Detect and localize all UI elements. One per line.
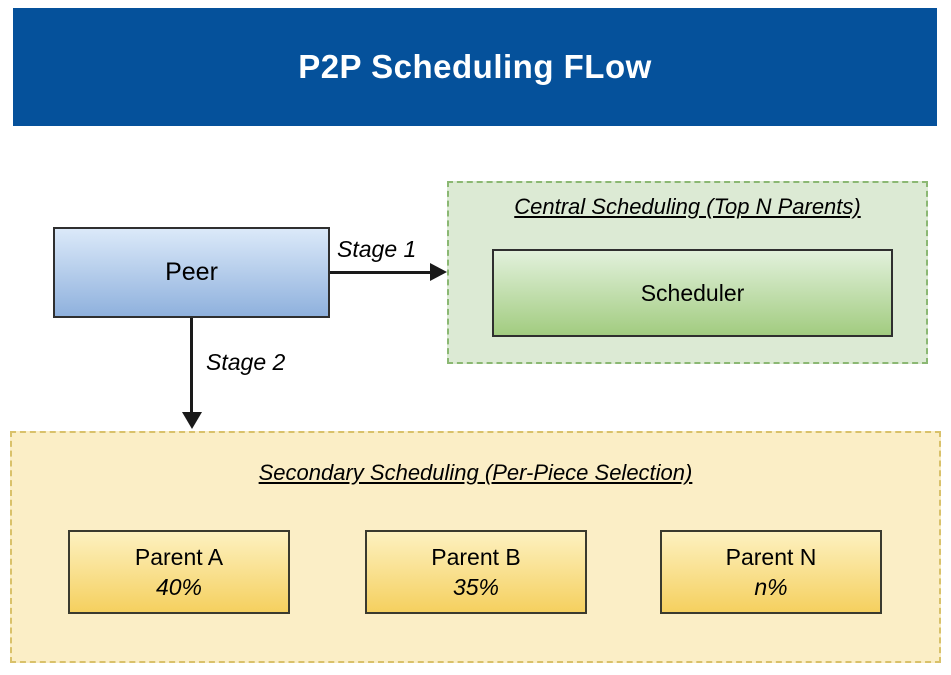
secondary-scheduling-title: Secondary Scheduling (Per-Piece Selectio… xyxy=(258,460,693,485)
central-scheduling-container: Central Scheduling (Top N Parents) Sched… xyxy=(447,181,928,364)
stage1-arrow-line xyxy=(330,271,432,274)
parent-a-share: 40% xyxy=(155,574,203,600)
parent-b-share: 35% xyxy=(452,574,500,600)
peer-node-label: Peer xyxy=(165,258,218,286)
stage1-arrowhead-icon xyxy=(430,263,447,281)
page-title: P2P Scheduling FLow xyxy=(298,48,652,85)
parent-n-name: Parent N xyxy=(725,544,817,570)
parent-n-node: Parent N n% xyxy=(660,530,882,614)
secondary-scheduling-container: Secondary Scheduling (Per-Piece Selectio… xyxy=(10,431,941,663)
parent-b-node: Parent B 35% xyxy=(365,530,587,614)
parent-a-name: Parent A xyxy=(134,544,224,570)
central-scheduling-title: Central Scheduling (Top N Parents) xyxy=(514,194,861,219)
title-banner: P2P Scheduling FLow xyxy=(13,8,937,126)
parent-b-name: Parent B xyxy=(431,544,521,570)
scheduler-node-label: Scheduler xyxy=(640,279,745,306)
stage2-edge-label: Stage 2 xyxy=(206,349,286,375)
peer-node: Peer xyxy=(53,227,330,318)
stage2-arrowhead-icon xyxy=(182,412,202,429)
parent-a-node: Parent A 40% xyxy=(68,530,290,614)
stage2-arrow-line xyxy=(190,318,193,414)
parent-n-share: n% xyxy=(754,574,788,600)
stage1-edge-label: Stage 1 xyxy=(337,236,417,262)
scheduler-node: Scheduler xyxy=(492,249,893,337)
